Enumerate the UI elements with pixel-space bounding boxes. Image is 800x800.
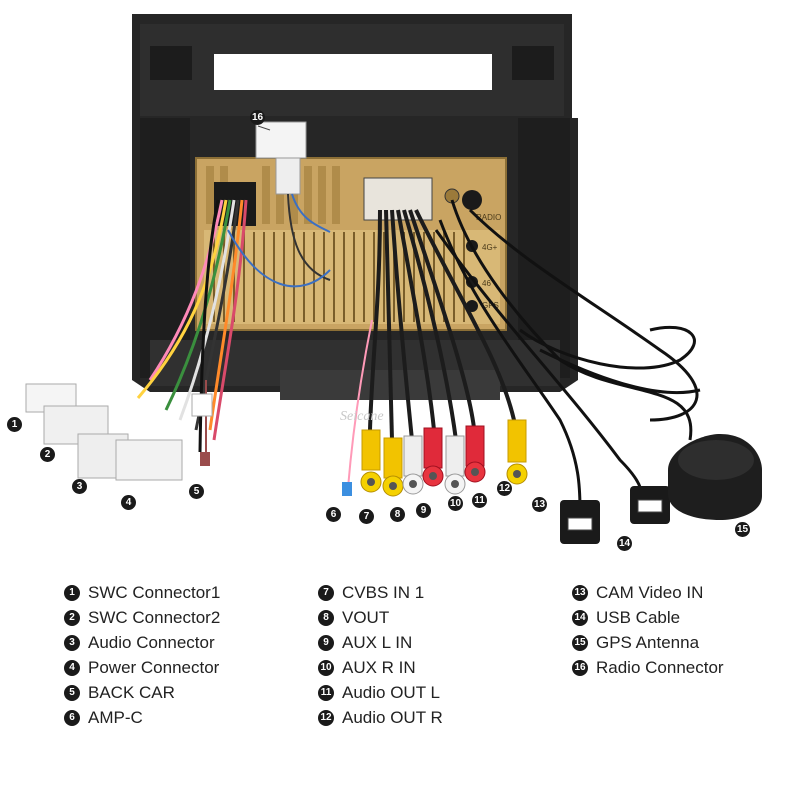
legend-label: Audio OUT L bbox=[342, 682, 440, 702]
legend-label: GPS Antenna bbox=[596, 632, 700, 652]
legend-number-badge: 5 bbox=[64, 684, 80, 701]
legend-item: 6 AMP-C bbox=[64, 705, 220, 730]
legend-item: 4 Power Connector bbox=[64, 655, 220, 680]
legend-number-badge: 8 bbox=[318, 609, 334, 626]
callout-11: 11 bbox=[472, 493, 487, 508]
4g-port-label: 4G+ bbox=[482, 243, 498, 252]
legend-number-badge: 7 bbox=[318, 584, 334, 601]
legend-number-badge: 9 bbox=[318, 634, 334, 651]
legend-label: Audio OUT R bbox=[342, 707, 443, 727]
legend-item: 5 BACK CAR bbox=[64, 680, 220, 705]
callout-6: 6 bbox=[326, 507, 341, 522]
callout-5: 5 bbox=[189, 484, 204, 499]
legend-number-badge: 15 bbox=[572, 634, 588, 651]
legend-item: 10 AUX R IN bbox=[318, 655, 443, 680]
46-port-label: 46 bbox=[482, 279, 491, 288]
legend-item: 1 SWC Connector1 bbox=[64, 580, 220, 605]
usb-gps-cables bbox=[434, 199, 701, 511]
watermark: Seicane bbox=[340, 409, 384, 424]
amp-c-tip bbox=[342, 482, 352, 496]
callout-15: 15 bbox=[735, 522, 750, 537]
legend-number-badge: 1 bbox=[64, 584, 80, 601]
legend-label: BACK CAR bbox=[88, 682, 175, 702]
legend-label: VOUT bbox=[342, 607, 390, 627]
legend-item: 3 Audio Connector bbox=[64, 630, 220, 655]
legend-number-badge: 4 bbox=[64, 659, 80, 676]
legend-item: 9 AUX L IN bbox=[318, 630, 443, 655]
callout-9: 9 bbox=[416, 503, 431, 518]
callout-3: 3 bbox=[72, 479, 87, 494]
legend-number-badge: 14 bbox=[572, 609, 588, 626]
callout-12: 12 bbox=[497, 481, 512, 496]
callout-13: 13 bbox=[532, 497, 547, 512]
callout-14: 14 bbox=[617, 536, 632, 551]
amp-c-wire bbox=[347, 319, 373, 489]
head-unit-illustration: RADIO 4G+ 46 GPS bbox=[25, 14, 762, 544]
callout-10: 10 bbox=[448, 496, 463, 511]
legend-item: 8 VOUT bbox=[318, 605, 443, 630]
callout-7: 7 bbox=[359, 509, 374, 524]
legend-label: Audio Connector bbox=[88, 632, 215, 652]
legend-number-badge: 11 bbox=[318, 684, 334, 701]
legend-item: 15 GPS Antenna bbox=[572, 630, 724, 655]
legend-item: 16 Radio Connector bbox=[572, 655, 724, 680]
legend-label: SWC Connector1 bbox=[88, 582, 221, 602]
legend-label: USB Cable bbox=[596, 607, 681, 627]
gps-antenna-puck bbox=[668, 434, 762, 520]
legend-number-badge: 13 bbox=[572, 584, 588, 601]
legend-number-badge: 3 bbox=[64, 634, 80, 651]
legend-item: 2 SWC Connector2 bbox=[64, 605, 220, 630]
legend-label: AMP-C bbox=[88, 707, 143, 727]
legend-item: 7 CVBS IN 1 bbox=[318, 580, 443, 605]
callout-1: 1 bbox=[7, 417, 22, 432]
legend-number-badge: 12 bbox=[318, 709, 334, 726]
legend-number-badge: 16 bbox=[572, 659, 588, 676]
legend-column-2: 7 CVBS IN 1 8 VOUT 9 AUX L IN 10 AUX R I… bbox=[318, 580, 443, 730]
callout-8: 8 bbox=[390, 507, 405, 522]
legend-item: 11 Audio OUT L bbox=[318, 680, 443, 705]
radio-connector-plug bbox=[255, 121, 331, 281]
legend-label: CVBS IN 1 bbox=[342, 582, 425, 602]
legend-item: 14 USB Cable bbox=[572, 605, 724, 630]
usb-plugs bbox=[560, 486, 670, 544]
legend-item: 12 Audio OUT R bbox=[318, 705, 443, 730]
legend-item: 13 CAM Video IN bbox=[572, 580, 724, 605]
legend-label: Radio Connector bbox=[596, 657, 724, 677]
radio-port-label: RADIO bbox=[476, 213, 501, 222]
legend-number-badge: 10 bbox=[318, 659, 334, 676]
legend-number-badge: 6 bbox=[64, 709, 80, 726]
gps-port-label: GPS bbox=[482, 301, 499, 310]
legend-label: CAM Video IN bbox=[596, 582, 704, 602]
legend-label: AUX L IN bbox=[342, 632, 413, 652]
rca-plugs bbox=[360, 419, 528, 497]
harness-connectors bbox=[25, 383, 213, 481]
callout-16: 16 bbox=[250, 110, 265, 125]
legend-label: AUX R IN bbox=[342, 657, 416, 677]
callout-lines bbox=[257, 125, 271, 131]
legend-column-1: 1 SWC Connector1 2 SWC Connector2 3 Audi… bbox=[64, 580, 220, 730]
legend-column-3: 13 CAM Video IN 14 USB Cable 15 GPS Ante… bbox=[572, 580, 724, 680]
legend-label: Power Connector bbox=[88, 657, 220, 677]
callout-2: 2 bbox=[40, 447, 55, 462]
callout-4: 4 bbox=[121, 495, 136, 510]
bezel-opening bbox=[214, 54, 492, 90]
legend-label: SWC Connector2 bbox=[88, 607, 221, 627]
rca-cables bbox=[368, 209, 516, 441]
product-photo: RADIO 4G+ 46 GPS bbox=[7, 14, 762, 551]
legend-number-badge: 2 bbox=[64, 609, 80, 626]
